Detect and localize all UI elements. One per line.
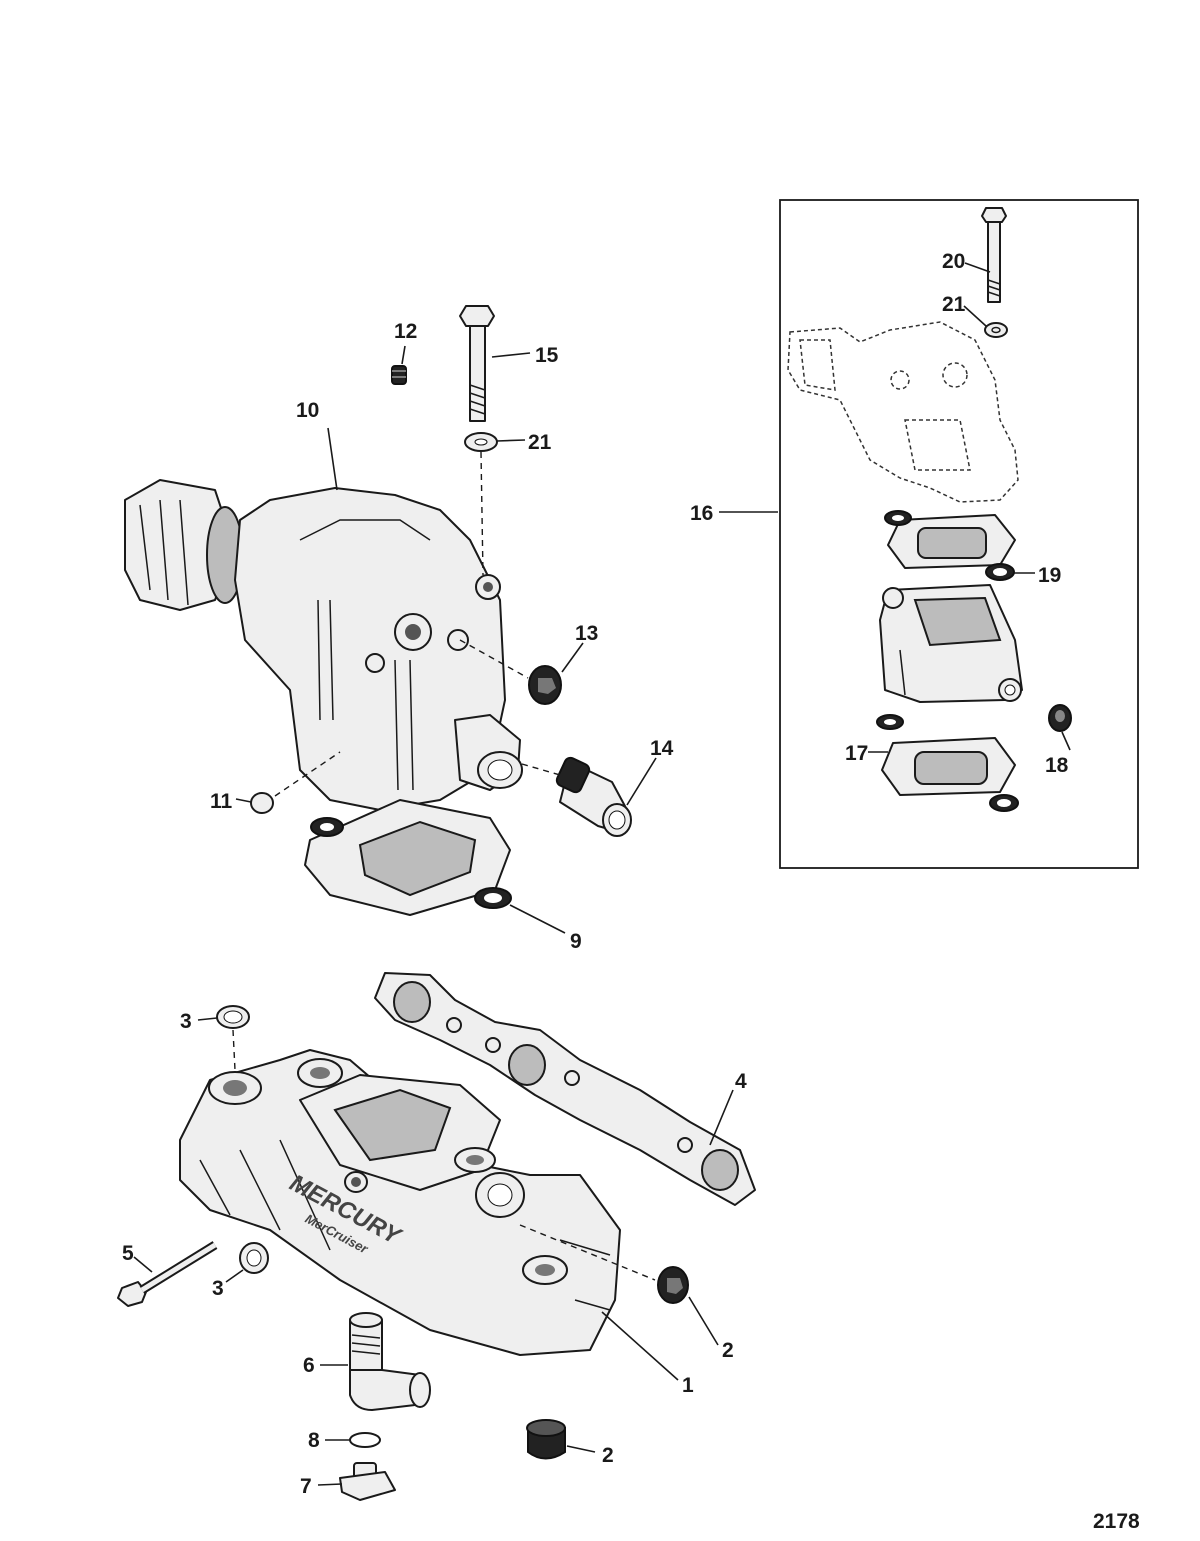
callout-16: 16 — [690, 502, 713, 525]
callout-19: 19 — [1038, 564, 1061, 587]
fitting-3-top-part — [216, 1005, 250, 1029]
bolt-5-part — [117, 1241, 218, 1307]
callout-10: 10 — [296, 399, 319, 422]
exhaust-elbow-10-part — [124, 479, 523, 811]
bolt-20-part — [981, 207, 1007, 303]
callout-9: 9 — [570, 930, 582, 953]
callout-15: 15 — [535, 344, 559, 367]
plug-13-part — [528, 665, 562, 705]
exhaust-manifold-1-part: MERCURY MerCruiser — [179, 1049, 621, 1356]
figure-number: 2178 — [1093, 1510, 1140, 1533]
plug-18-part — [1048, 704, 1072, 732]
drain-plug-7-part — [339, 1462, 396, 1501]
callout-3-top: 3 — [180, 1010, 192, 1033]
callout-20: 20 — [942, 250, 965, 273]
inset-frame — [779, 199, 1139, 869]
callout-1: 1 — [682, 1374, 694, 1397]
gasket-19-part — [884, 510, 1016, 581]
fitting-14-part — [555, 756, 632, 837]
elbow-fitting-6-part — [349, 1312, 431, 1411]
plug-2-right-part — [657, 1266, 689, 1304]
gasket-9-part — [304, 799, 512, 916]
callout-2-bottom: 2 — [602, 1444, 614, 1467]
callout-21-upper: 21 — [528, 431, 552, 454]
callout-14: 14 — [650, 737, 674, 760]
cap-2-bottom-part — [526, 1419, 566, 1460]
bolt-15-part — [459, 305, 495, 422]
callout-13: 13 — [575, 622, 598, 645]
ghost-elbow-part — [787, 321, 1019, 503]
callout-8: 8 — [308, 1429, 320, 1452]
manifold-gasket-4-part — [374, 972, 756, 1206]
callout-2-right: 2 — [722, 1339, 734, 1362]
callout-6: 6 — [303, 1354, 315, 1377]
washer-21-inset-part — [984, 322, 1008, 338]
callout-5: 5 — [122, 1242, 134, 1265]
plug-11-part — [250, 792, 274, 814]
gasket-17-part — [876, 714, 1019, 812]
callout-11: 11 — [210, 790, 233, 813]
fitting-3-lower-part — [239, 1242, 269, 1274]
plug-12-part — [391, 365, 407, 385]
callout-17: 17 — [845, 742, 868, 765]
callout-12: 12 — [394, 320, 417, 343]
callout-18: 18 — [1045, 754, 1069, 777]
callout-7: 7 — [300, 1475, 312, 1498]
callout-3-lower: 3 — [212, 1277, 224, 1300]
o-ring-8-part — [349, 1432, 381, 1448]
callout-4: 4 — [735, 1070, 747, 1093]
callout-21-inset: 21 — [942, 293, 966, 316]
riser-spacer-part — [879, 584, 1023, 703]
